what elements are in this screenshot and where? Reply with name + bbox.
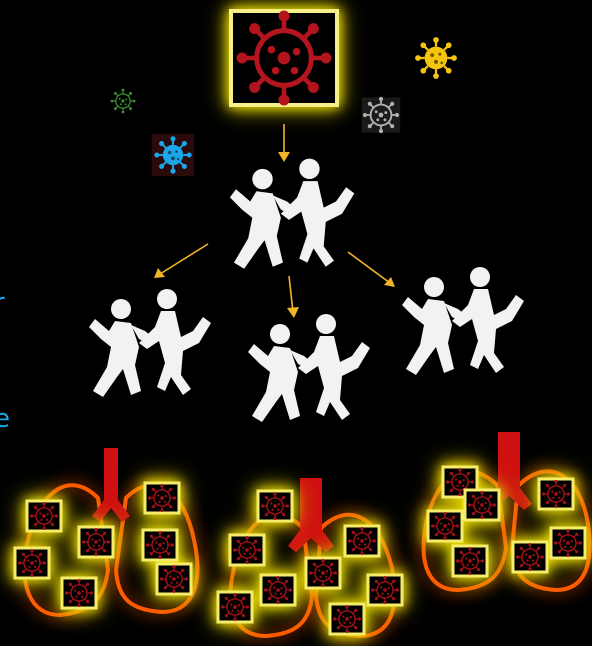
arrow-to-left-group (154, 244, 208, 278)
trachea-icon (92, 448, 130, 522)
arrow-to-middle-group (287, 276, 299, 318)
infected-lungs-icon-middle (218, 478, 402, 636)
dancing-couple-icon-top (230, 159, 354, 269)
green-virus-icon (111, 89, 136, 114)
yellow-virus-icon (415, 37, 457, 79)
grey-virus-icon (362, 97, 400, 133)
blue-virus-icon (152, 134, 195, 177)
edge-glyph-bottom: e (0, 406, 10, 432)
arrow-source-to-people (278, 124, 290, 162)
infected-lungs-icon-right (424, 432, 590, 590)
edge-glyph-top: r (0, 290, 5, 316)
infected-lungs-icon-left (15, 448, 197, 615)
dancing-couple-icon-middle (248, 314, 370, 422)
coronavirus-icon (237, 11, 332, 106)
arrow-to-right-group (348, 252, 395, 287)
trachea-icon (288, 478, 334, 552)
dancing-couple-icon-left (89, 289, 211, 397)
dancing-couple-icon-right (402, 267, 524, 375)
